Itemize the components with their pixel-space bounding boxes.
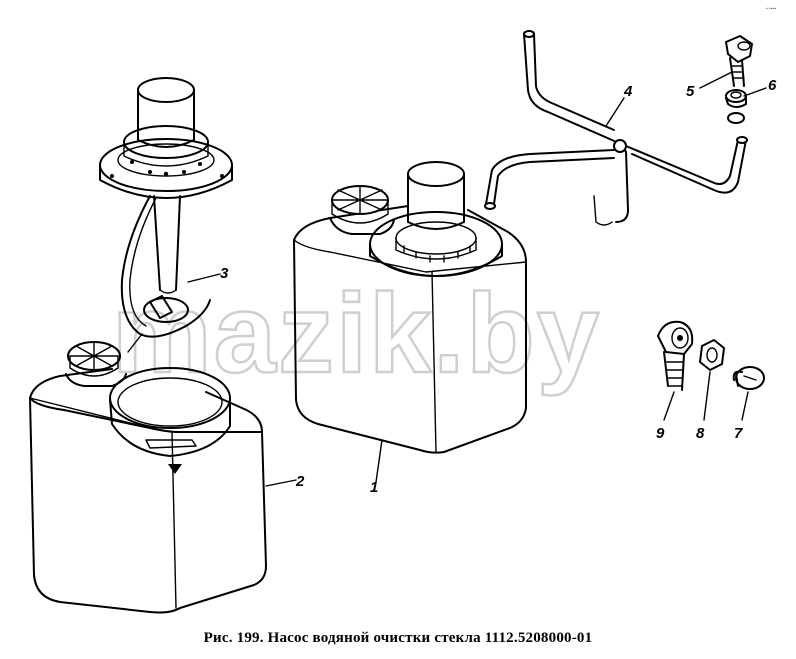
callout-7: 7 — [734, 425, 743, 442]
callout-9: 9 — [656, 425, 665, 442]
callout-8: 8 — [696, 425, 705, 442]
banjo-bolt-illustration — [732, 366, 765, 390]
hose-assembly-illustration — [484, 30, 748, 226]
callout-5: 5 — [686, 83, 695, 100]
spare-reservoir-illustration — [29, 341, 267, 614]
corner-mark: ▪ ▪▪▪▪ — [766, 6, 776, 12]
pump-motor-illustration — [99, 77, 233, 353]
main-reservoir-illustration — [293, 161, 527, 454]
watermark: mazik.by — [112, 271, 601, 396]
figure-caption: Рис. 199. Насос водяной очистки стекла 1… — [203, 630, 593, 646]
angle-fitting-illustration — [725, 35, 753, 87]
nut-illustration — [699, 339, 725, 371]
callout-4: 4 — [623, 83, 633, 100]
leader-lines — [187, 71, 767, 487]
callout-1: 1 — [370, 479, 378, 496]
callout-numbers: 1 2 3 4 5 6 7 8 9 — [220, 77, 777, 496]
callout-3: 3 — [220, 265, 229, 282]
gasket-washer-illustration — [725, 89, 747, 124]
callout-6: 6 — [768, 77, 777, 94]
callout-2: 2 — [295, 473, 305, 490]
banjo-fitting-illustration — [657, 320, 694, 391]
